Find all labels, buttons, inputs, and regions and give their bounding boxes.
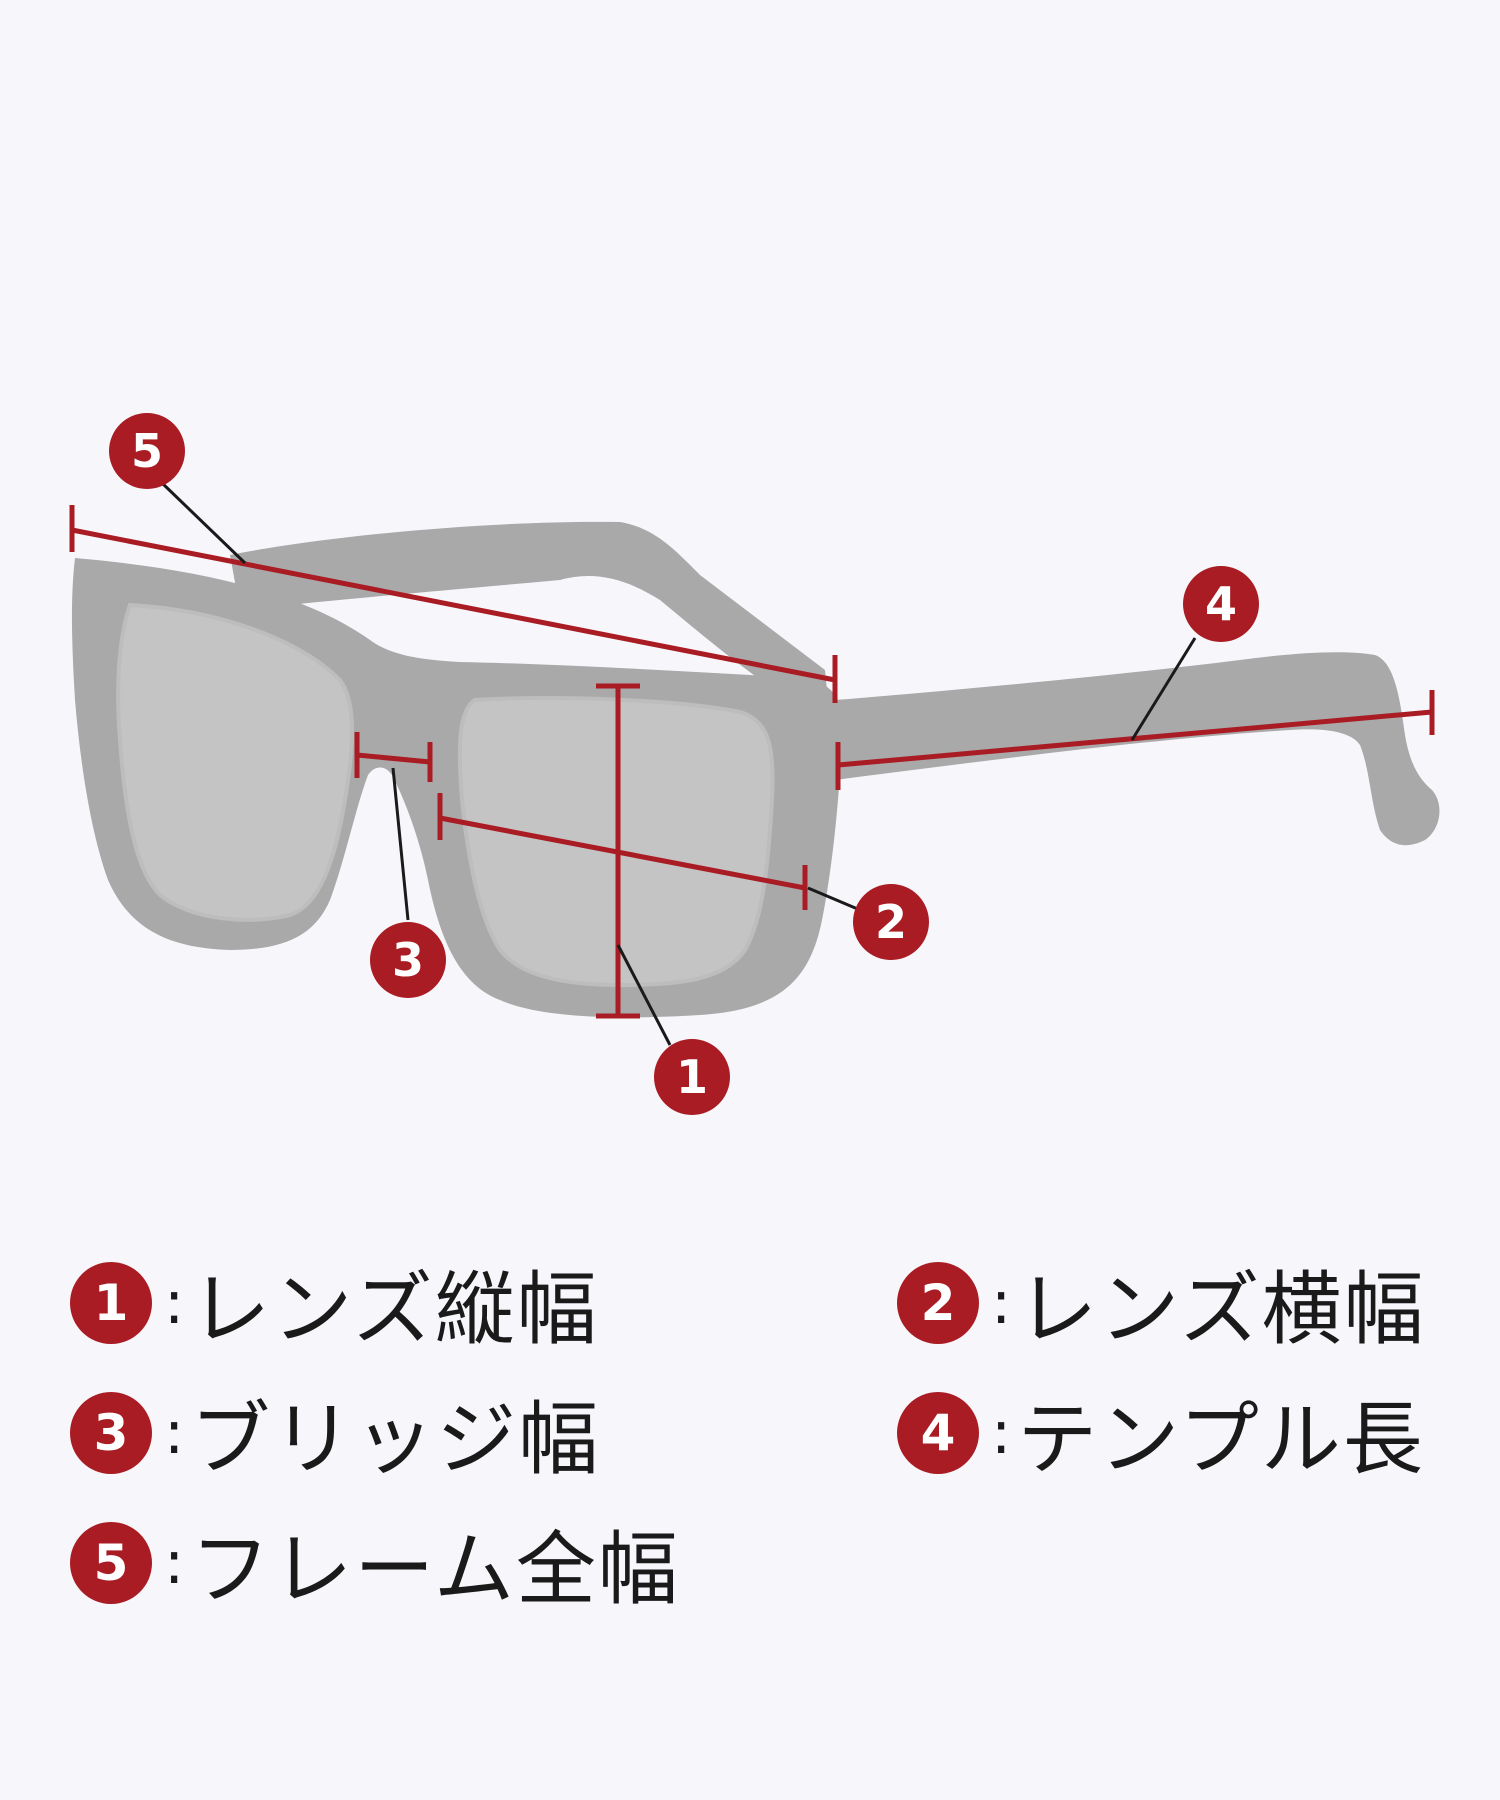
leader-4 [1130,637,1197,741]
svg-text:4: 4 [1205,577,1237,631]
left-lens [116,602,354,922]
leader-lines [160,481,1197,1046]
near-temple [835,652,1440,846]
badge-2: 2 [853,884,929,960]
measure-lens-height [596,683,640,1019]
far-temple [230,521,830,720]
svg-text:1: 1 [676,1050,708,1104]
measure-bridge-width [354,732,433,782]
svg-text:3: 3 [392,933,424,987]
measure-frame-width [69,505,838,703]
leader-2 [807,886,861,912]
measure-temple-length [835,690,1435,790]
measure-lens-width [437,793,808,910]
badge-5: 5 [109,413,185,489]
svg-text:2: 2 [875,895,907,949]
badge-1: 1 [654,1039,730,1115]
leader-5 [160,481,247,565]
svg-text:5: 5 [131,424,163,478]
leader-1 [616,944,672,1046]
leader-3 [391,767,410,921]
badge-4: 4 [1183,566,1259,642]
badge-3: 3 [370,922,446,998]
